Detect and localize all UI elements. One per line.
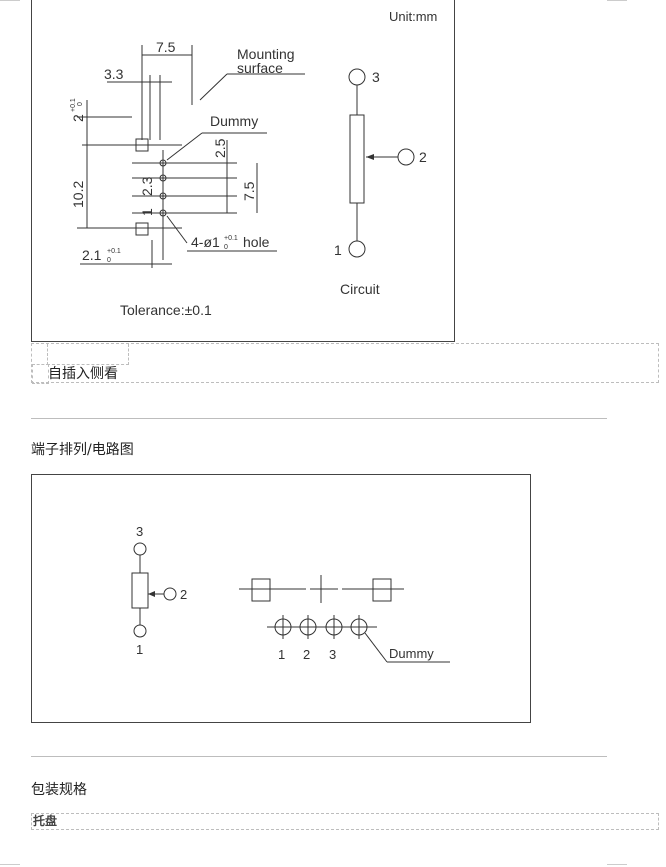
mounting-label-2: surface <box>237 60 283 76</box>
corner-mark <box>0 0 20 1</box>
dim-2: 2 <box>70 114 86 122</box>
row-pin-3: 3 <box>329 647 336 662</box>
section-title-packaging: 包装规格 <box>31 782 87 798</box>
caption-cell-left <box>32 364 49 384</box>
dim-2-3: 2.3 <box>139 176 155 196</box>
hole-label: 4-ø1 <box>191 234 220 250</box>
dim-2-tol: +0.1 <box>70 98 77 112</box>
dim-2-1: 2.1 <box>82 247 102 263</box>
circuit-pin-1: 1 <box>334 242 342 258</box>
caption-text: 自插入侧看 <box>48 366 118 382</box>
circuit-pin-2: 2 <box>419 149 427 165</box>
terminal-drawing: 3 2 1 1 2 3 Dummy <box>31 474 531 723</box>
packaging-text: 托盘 <box>33 814 58 828</box>
caption-table: 自插入侧看 <box>31 343 659 384</box>
caption-cell-top <box>47 344 129 365</box>
hole-suffix: hole <box>243 234 270 250</box>
tolerance-label: Tolerance:±0.1 <box>120 302 212 318</box>
dim-3-3: 3.3 <box>104 66 124 82</box>
hole-tol2: 0 <box>224 244 228 251</box>
corner-mark <box>0 864 20 865</box>
dim-1: 1 <box>139 208 155 216</box>
circuit-pin-3: 3 <box>372 69 380 85</box>
row-pin-1: 1 <box>278 647 285 662</box>
section-divider <box>31 756 607 757</box>
section-title-terminal: 端子排列/电路图 <box>31 442 134 458</box>
mounting-label-1: Mounting <box>237 46 295 62</box>
dummy-label: Dummy <box>210 113 258 129</box>
dimension-drawing: Unit:mm 7.5 3.3 Mounting surface 2 +0.1 … <box>31 0 455 342</box>
circuit-label: Circuit <box>340 281 380 297</box>
unit-label: Unit:mm <box>389 9 437 24</box>
dim-2-5: 2.5 <box>212 138 228 158</box>
terminal-pin-3: 3 <box>136 524 143 539</box>
corner-mark <box>607 864 627 865</box>
terminal-pin-1: 1 <box>136 642 143 657</box>
dim-2-1-tol2: 0 <box>107 257 111 264</box>
dim-2-1-tol: +0.1 <box>107 248 121 255</box>
packaging-table: 托盘 <box>31 813 659 830</box>
dummy-label-2: Dummy <box>389 646 434 661</box>
terminal-pin-2: 2 <box>180 587 187 602</box>
dim-2-tol2: 0 <box>77 102 84 106</box>
row-pin-2: 2 <box>303 647 310 662</box>
section-divider <box>31 418 607 419</box>
dim-7-5-top: 7.5 <box>156 39 176 55</box>
dim-10-2: 10.2 <box>70 181 86 208</box>
hole-tol: +0.1 <box>224 235 238 242</box>
corner-mark <box>607 0 627 1</box>
dimension-drawing-svg: Unit:mm 7.5 3.3 Mounting surface 2 +0.1 … <box>70 9 437 318</box>
terminal-drawing-svg: 3 2 1 1 2 3 Dummy <box>131 524 450 663</box>
dim-7-5-right: 7.5 <box>241 181 257 201</box>
